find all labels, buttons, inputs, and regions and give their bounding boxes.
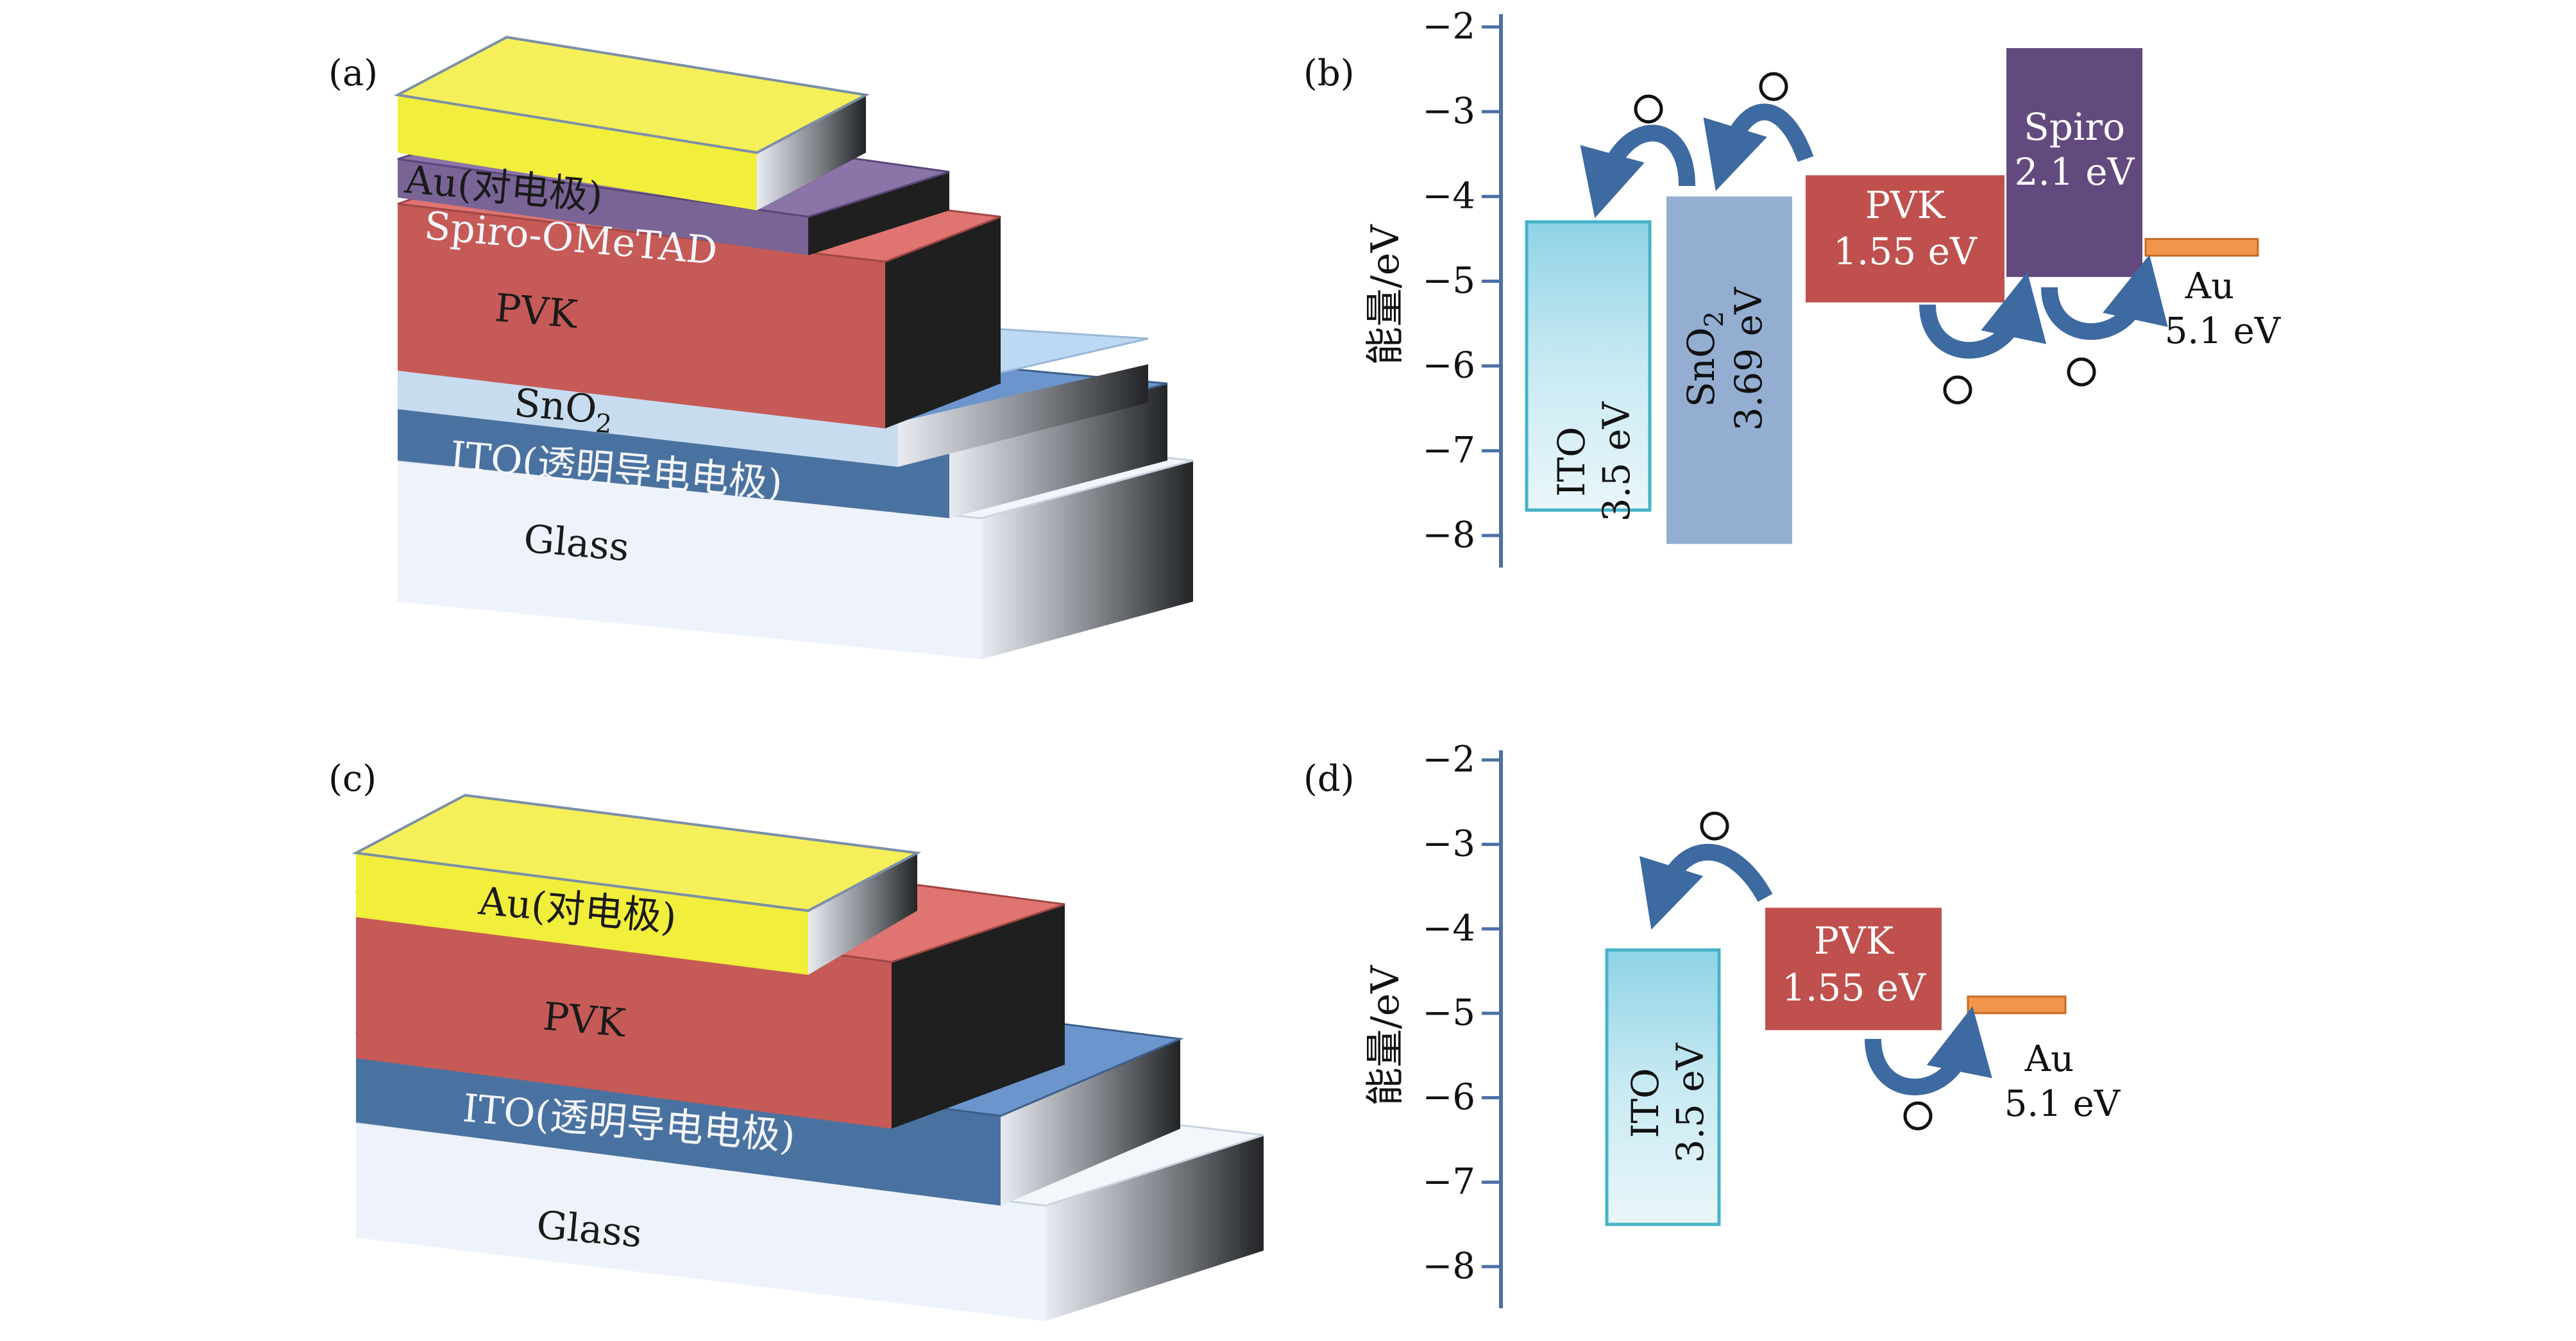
carrier-circle-b-1 bbox=[1634, 94, 1663, 124]
arrow-b-2 bbox=[1703, 103, 1814, 191]
y-axis-label-d: 能量/eV bbox=[1363, 965, 1408, 1106]
arrow-b-3 bbox=[1919, 272, 2047, 359]
band-pvk-d-name: PVK bbox=[1814, 919, 1895, 963]
y-tick-label: −6 bbox=[1422, 1077, 1475, 1118]
y-tick-label: −3 bbox=[1422, 90, 1475, 132]
band-sno2-b bbox=[1666, 196, 1792, 544]
label-pvk-c: PVK bbox=[541, 994, 628, 1046]
band-au-d bbox=[1967, 995, 2067, 1015]
layer-au-a bbox=[393, 35, 870, 210]
panel-d: (d) −2−3−4−5−6−7−8 能量/eV ITO 3.5 eV PVK … bbox=[1303, 739, 2121, 1308]
panel-b-letter: (b) bbox=[1303, 53, 1355, 94]
panel-d-letter: (d) bbox=[1303, 758, 1355, 800]
band-ito-b-value: 3.5 eV bbox=[1595, 401, 1638, 521]
band-au-b-value: 5.1 eV bbox=[2165, 310, 2282, 352]
band-au-d-value: 5.1 eV bbox=[2004, 1083, 2121, 1125]
band-au-d-name: Au bbox=[2024, 1038, 2074, 1080]
carrier-circle-b-3 bbox=[1943, 375, 1972, 405]
band-sno2-b-name: SnO2 bbox=[1679, 311, 1729, 407]
label-glass-c: Glass bbox=[535, 1202, 644, 1256]
band-pvk-b bbox=[1806, 175, 2004, 303]
y-tick-label: −7 bbox=[1422, 430, 1475, 471]
y-ticks-b: −2 −3 −4 −5 −6 −7 −8 bbox=[1422, 6, 1501, 556]
band-au-b bbox=[2144, 238, 2259, 257]
band-sno2-b-value: 3.69 eV bbox=[1727, 287, 1770, 431]
band-ito-d-text: ITO 3.5 eV bbox=[1623, 1042, 1712, 1163]
label-glass-a: Glass bbox=[522, 516, 631, 570]
band-pvk-d bbox=[1765, 907, 1942, 1031]
carrier-circle-b-4 bbox=[2067, 357, 2096, 387]
panel-a: (a) bbox=[328, 35, 1194, 659]
layer-au-c bbox=[352, 793, 922, 975]
band-ito-d-name: ITO bbox=[1623, 1068, 1667, 1138]
label-sno2-a: SnO2 bbox=[512, 380, 615, 439]
band-ito-b-name: ITO bbox=[1550, 426, 1593, 496]
panel-c-letter: (c) bbox=[328, 758, 377, 800]
band-spiro-b bbox=[2006, 48, 2142, 277]
band-pvk-d-value: 1.55 eV bbox=[1782, 966, 1926, 1009]
carrier-circle-b-2 bbox=[1759, 72, 1788, 101]
band-spiro-b-name: Spiro bbox=[2024, 105, 2125, 149]
panel-a-letter: (a) bbox=[328, 53, 378, 94]
y-tick-label: −8 bbox=[1422, 514, 1475, 556]
band-au-b-name: Au bbox=[2185, 266, 2235, 307]
carrier-circle-d-2 bbox=[1903, 1101, 1933, 1131]
band-sno2-b-text: SnO2 3.69 eV bbox=[1679, 287, 1770, 431]
y-tick-label: −4 bbox=[1422, 175, 1475, 217]
arrow-d-1 bbox=[1640, 843, 1773, 930]
label-pvk-a: PVK bbox=[493, 285, 580, 337]
band-ito-d-value: 3.5 eV bbox=[1668, 1042, 1712, 1163]
y-axis-label-b: 能量/eV bbox=[1363, 224, 1408, 366]
y-tick-label: −5 bbox=[1422, 992, 1475, 1034]
y-tick-label: −7 bbox=[1422, 1161, 1475, 1202]
band-spiro-b-value: 2.1 eV bbox=[2015, 150, 2135, 194]
band-ito-b bbox=[1525, 220, 1652, 512]
arrow-b-4 bbox=[2041, 255, 2168, 340]
band-ito-b-text: ITO 3.5 eV bbox=[1550, 401, 1638, 521]
y-tick-label: −2 bbox=[1422, 739, 1475, 780]
band-ito-d bbox=[1605, 948, 1721, 1226]
y-tick-label: −2 bbox=[1422, 6, 1475, 47]
y-tick-label: −8 bbox=[1422, 1245, 1475, 1287]
band-pvk-b-value: 1.55 eV bbox=[1833, 230, 1978, 273]
panel-b: (b) −2 −3 −4 −5 −6 −7 −8 能量/eV ITO 3.5 eV SnO2… bbox=[1303, 6, 2282, 568]
y-tick-label: −5 bbox=[1422, 260, 1475, 302]
y-tick-label: −3 bbox=[1422, 823, 1475, 865]
y-tick-label: −4 bbox=[1422, 907, 1475, 949]
y-ticks-d: −2 −3 −4 −5 −6 −7 −8 bbox=[1422, 739, 1501, 1287]
y-tick-label: −6 bbox=[1422, 345, 1475, 387]
carrier-circle-d-1 bbox=[1700, 811, 1729, 841]
arrow-d-2 bbox=[1865, 1006, 1992, 1095]
arrow-b-1 bbox=[1580, 124, 1695, 219]
panel-c: (c) Au(对电极) PVK ITO(透明导电电极) Glass bbox=[328, 758, 1264, 1321]
band-pvk-b-name: PVK bbox=[1865, 183, 1946, 227]
